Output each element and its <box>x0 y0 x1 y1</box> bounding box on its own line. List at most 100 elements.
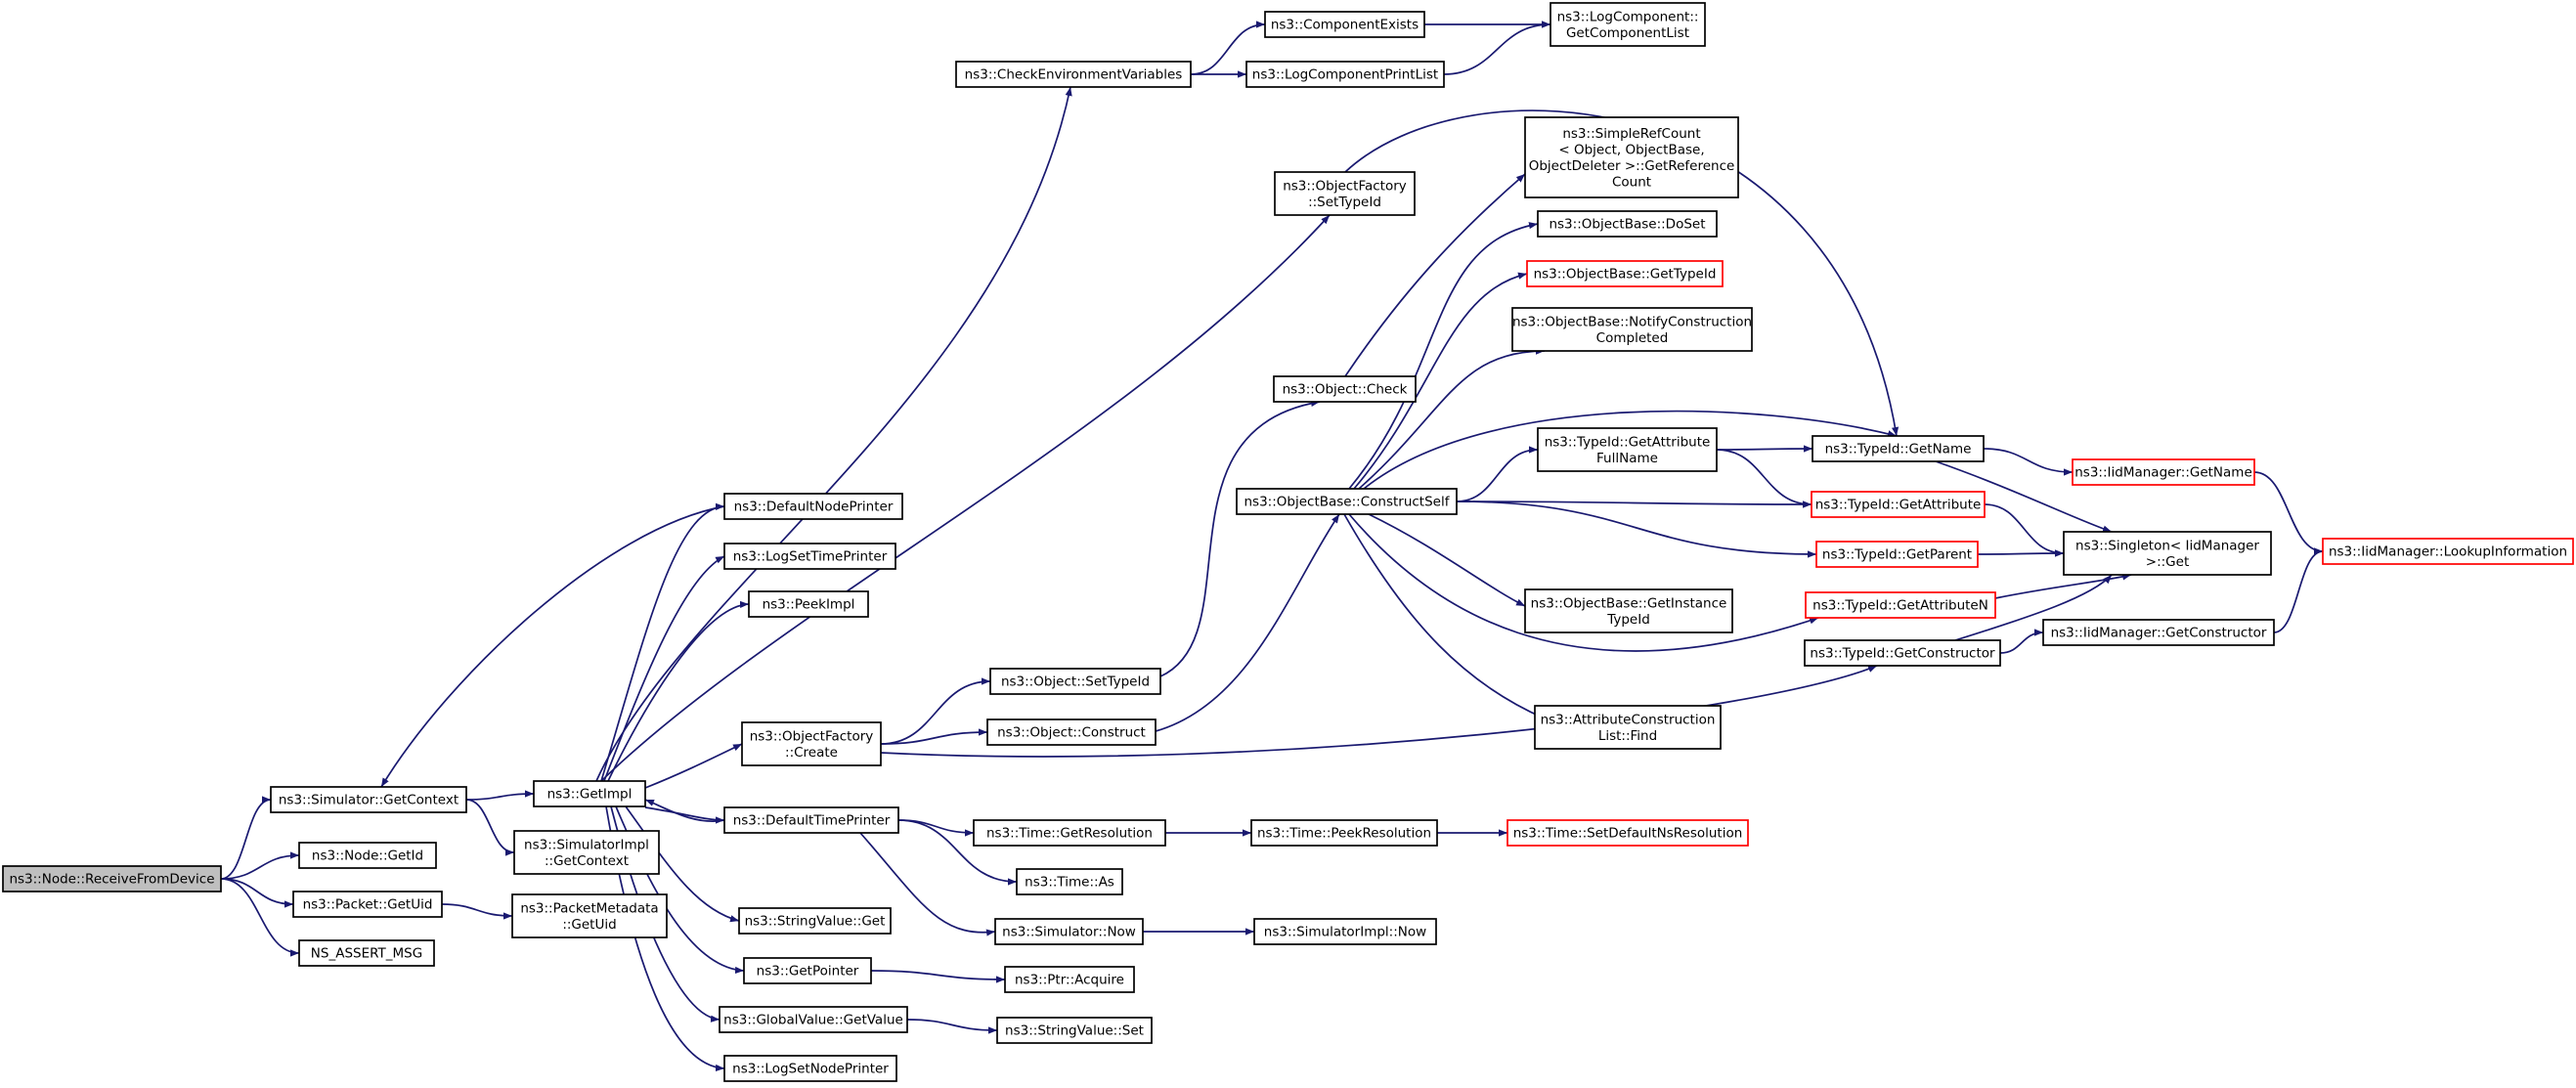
node-ns3-packetmetadata-getuid[interactable]: ns3::PacketMetadata::GetUid <box>511 893 668 938</box>
node-ns3-object-check[interactable]: ns3::Object::Check <box>1273 375 1417 403</box>
node-ns3-object-construct[interactable]: ns3::Object::Construct <box>986 718 1157 746</box>
node-ns3-objectfactory-settypeid[interactable]: ns3::ObjectFactory::SetTypeId <box>1274 171 1416 216</box>
node-ns3-typeid-getconstructor[interactable]: ns3::TypeId::GetConstructor <box>1804 639 2001 667</box>
node-ns3-iidmanager-getconstructor[interactable]: ns3::IidManager::GetConstructor <box>2042 619 2275 646</box>
node-ns3-node-receivefromdevice[interactable]: ns3::Node::ReceiveFromDevice <box>2 865 222 892</box>
node-ns3-time-peekresolution[interactable]: ns3::Time::PeekResolution <box>1250 819 1438 847</box>
node-ns3-typeid-getname[interactable]: ns3::TypeId::GetName <box>1812 435 1985 462</box>
node-ns3-node-getid[interactable]: ns3::Node::GetId <box>298 842 437 869</box>
edge-ns3-defaulttimeprinter-to-ns3-simulator-now <box>859 832 996 936</box>
node-box <box>1245 61 1445 88</box>
edge-ns3-objectbase-constructself-to-ns3-objectbase-notifyconstructioncompleted <box>1358 347 1546 490</box>
node-ns3-objectbase-notifyconstruction-completed[interactable]: ns3::ObjectBase::NotifyConstructionCompl… <box>1511 307 1753 352</box>
node-box <box>298 842 437 869</box>
node-box <box>513 830 660 875</box>
edge-ns3-typeid-getname-to-ns3-singleton-iidmanager-get <box>1935 460 2113 533</box>
node-box <box>1236 488 1458 515</box>
node-ns3-singleton-iidmanager-get[interactable]: ns3::Singleton< IidManager >::Get <box>2063 531 2272 576</box>
node-ns3-simulatorimpl-getcontext[interactable]: ns3::SimulatorImpl::GetContext <box>513 830 660 875</box>
node-box <box>1506 819 1749 847</box>
node-box <box>723 493 903 520</box>
node-label: Count <box>1612 174 1651 190</box>
node-ns3-typeid-getattributen[interactable]: ns3::TypeId::GetAttributeN <box>1805 591 1996 619</box>
node-ns3-objectbase-constructself[interactable]: ns3::ObjectBase::ConstructSelf <box>1236 488 1458 515</box>
node-label: ns3::StringValue::Get <box>745 914 886 930</box>
node-ns3-simulator-getcontext[interactable]: ns3::Simulator::GetContext <box>270 786 467 813</box>
node-ns3-checkenvironmentvariables[interactable]: ns3::CheckEnvironmentVariables <box>955 61 1192 88</box>
node-ns3-iidmanager-getname[interactable]: ns3::IidManager::GetName <box>2072 458 2255 486</box>
node-label: ns3::Object::Check <box>1283 382 1408 398</box>
edge-ns3-defaulttimeprinter-to-ns3-getimpl <box>644 799 725 822</box>
node-box <box>743 957 872 984</box>
node-box <box>1264 11 1425 38</box>
node-ns3-simplerefcount-object-objectbase-objectdeleter-getreference-count[interactable]: ns3::SimpleRefCount< Object, ObjectBase,… <box>1524 116 1739 198</box>
node-ns3-logsettimeprinter[interactable]: ns3::LogSetTimePrinter <box>723 543 896 570</box>
node-ns3-peekimpl[interactable]: ns3::PeekImpl <box>748 590 869 618</box>
node-ns3-packet-getuid[interactable]: ns3::Packet::GetUid <box>292 891 443 918</box>
node-label: ns3::Time::As <box>1025 875 1114 891</box>
edge-ns3-typeid-getconstructor-to-ns3-singleton-iidmanager-get <box>1954 574 2113 641</box>
node-ns3-ptr-acquire[interactable]: ns3::Ptr::Acquire <box>1004 966 1135 993</box>
node-ns3-object-settypeid[interactable]: ns3::Object::SetTypeId <box>989 668 1161 695</box>
node-box <box>1511 307 1753 352</box>
edge-ns3-packet-getuid-to-ns3-packetmetadata-getuid <box>441 903 513 920</box>
node-label: ns3::SimpleRefCount <box>1562 126 1700 142</box>
node-label: ns3::Node::GetId <box>312 849 423 864</box>
node-label: ns3::Time::GetResolution <box>986 826 1153 842</box>
node-label: ns3::Simulator::GetContext <box>279 793 458 808</box>
node-label: FullName <box>1596 451 1658 466</box>
node-box <box>738 907 892 935</box>
node-label: ns3::TypeId::GetConstructor <box>1810 646 1995 662</box>
node-ns3-logcomponent-getcomponentlist[interactable]: ns3::LogComponent::GetComponentList <box>1550 2 1706 47</box>
edge-ns3-objectbase-constructself-to-ns3-objectbase-doset <box>1348 222 1539 490</box>
node-ns3-objectbase-doset[interactable]: ns3::ObjectBase::DoSet <box>1537 210 1718 238</box>
node-label: Completed <box>1596 330 1669 346</box>
node-ns3-globalvalue-getvalue[interactable]: ns3::GlobalValue::GetValue <box>719 1006 908 1033</box>
edge-ns3-objectbase-constructself-to-ns3-typeid-getname <box>1363 410 1898 490</box>
node-ns3-typeid-getattribute[interactable]: ns3::TypeId::GetAttribute <box>1811 491 1986 518</box>
node-ns3-iidmanager-lookupinformation[interactable]: ns3::IidManager::LookupInformation <box>2322 538 2574 565</box>
node-ns3-time-setdefaultnsresolution[interactable]: ns3::Time::SetDefaultNsResolution <box>1506 819 1749 847</box>
node-label: ns3::AttributeConstruction <box>1541 712 1716 727</box>
node-ns3-defaulttimeprinter[interactable]: ns3::DefaultTimePrinter <box>723 806 899 834</box>
edge-ns3-getimpl-to-ns3-defaultnodeprinter <box>600 502 725 782</box>
node-ns3-logcomponentprintlist[interactable]: ns3::LogComponentPrintList <box>1245 61 1445 88</box>
node-box <box>292 891 443 918</box>
node-ns3-simulatorimpl-now[interactable]: ns3::SimulatorImpl::Now <box>1253 918 1437 945</box>
call-edges <box>220 21 2324 1072</box>
node-label: NS_ASSERT_MSG <box>311 946 422 962</box>
node-ns3-stringvalue-set[interactable]: ns3::StringValue::Set <box>996 1017 1153 1044</box>
edge-ns3-getimpl-to-ns3-objectfactory-settypeid <box>600 214 1331 782</box>
node-ns3-logsetnodeprinter[interactable]: ns3::LogSetNodePrinter <box>723 1055 897 1082</box>
edge-ns3-objectbase-constructself-to-ns3-objectbase-gettypeid <box>1353 272 1528 490</box>
node-ns3-time-as[interactable]: ns3::Time::As <box>1016 868 1123 895</box>
node-label: ns3::ObjectBase::NotifyConstruction <box>1512 314 1752 329</box>
edge-ns3-objectfactory-create-to-ns3-object-settypeid <box>880 677 991 745</box>
node-box <box>1016 868 1123 895</box>
edge-ns3-object-construct-to-ns3-objectbase-constructself <box>1155 513 1340 732</box>
node-label: < Object, ObjectBase, <box>1558 142 1704 157</box>
node-ns3-objectfactory-create[interactable]: ns3::ObjectFactory::Create <box>741 721 882 766</box>
edge-ns3-getimpl-to-ns3-checkenvironmentvariables <box>595 86 1072 782</box>
node-ns-assert-msg[interactable]: NS_ASSERT_MSG <box>298 939 435 967</box>
edge-ns3-object-settypeid-to-ns3-object-check <box>1159 399 1321 677</box>
node-ns3-componentexists[interactable]: ns3::ComponentExists <box>1264 11 1425 38</box>
node-box <box>989 668 1161 695</box>
node-ns3-simulator-now[interactable]: ns3::Simulator::Now <box>994 918 1144 945</box>
node-label: GetComponentList <box>1566 25 1689 41</box>
node-ns3-typeid-getparent[interactable]: ns3::TypeId::GetParent <box>1815 541 1979 568</box>
node-ns3-time-getresolution[interactable]: ns3::Time::GetResolution <box>973 819 1166 847</box>
node-ns3-stringvalue-get[interactable]: ns3::StringValue::Get <box>738 907 892 935</box>
node-ns3-getpointer[interactable]: ns3::GetPointer <box>743 957 872 984</box>
edge-ns3-typeid-getname-to-ns3-iidmanager-getname <box>1983 448 2074 476</box>
node-ns3-objectbase-gettypeid[interactable]: ns3::ObjectBase::GetTypeId <box>1526 260 1724 287</box>
node-ns3-defaultnodeprinter[interactable]: ns3::DefaultNodePrinter <box>723 493 903 520</box>
node-box <box>719 1006 908 1033</box>
node-ns3-getimpl[interactable]: ns3::GetImpl <box>533 780 646 807</box>
edge-ns3-simulator-getcontext-to-ns3-getimpl <box>465 790 535 801</box>
